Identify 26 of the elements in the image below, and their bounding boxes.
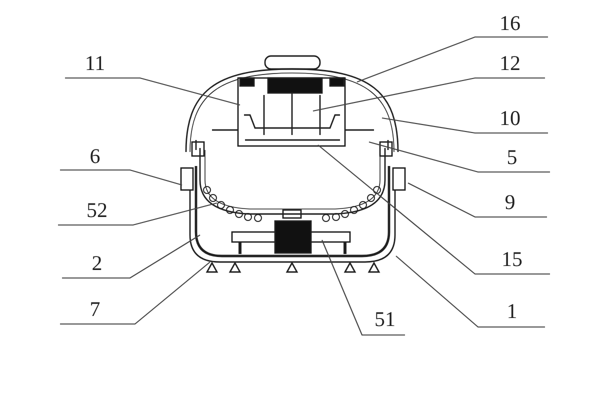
callout-number: 7: [90, 298, 100, 320]
leader-line: [62, 234, 200, 279]
callout-number: 9: [504, 191, 516, 213]
callout-number: 10: [500, 107, 520, 129]
leader-line: [65, 77, 240, 106]
callout-number: 52: [86, 199, 108, 221]
leader-line: [368, 141, 550, 173]
leader-line: [58, 202, 218, 226]
leader-line: [312, 77, 545, 112]
leader-line: [322, 240, 405, 336]
callout-number: 6: [90, 145, 100, 167]
callout-number: 15: [502, 248, 522, 270]
leader-line: [318, 144, 550, 275]
callout-number: 12: [500, 52, 520, 74]
leader-line: [408, 182, 547, 218]
leader-line: [60, 262, 210, 325]
callout-number: 2: [92, 252, 102, 274]
callout-number: 16: [500, 12, 520, 34]
callout-number: 51: [374, 308, 396, 330]
leader-line: [382, 117, 548, 134]
callout-number: 11: [84, 52, 106, 74]
callout-number: 5: [506, 146, 518, 168]
leader-line: [396, 256, 545, 328]
callout-number: 1: [506, 300, 518, 322]
leader-line: [60, 169, 182, 186]
leader-line: [356, 36, 548, 83]
